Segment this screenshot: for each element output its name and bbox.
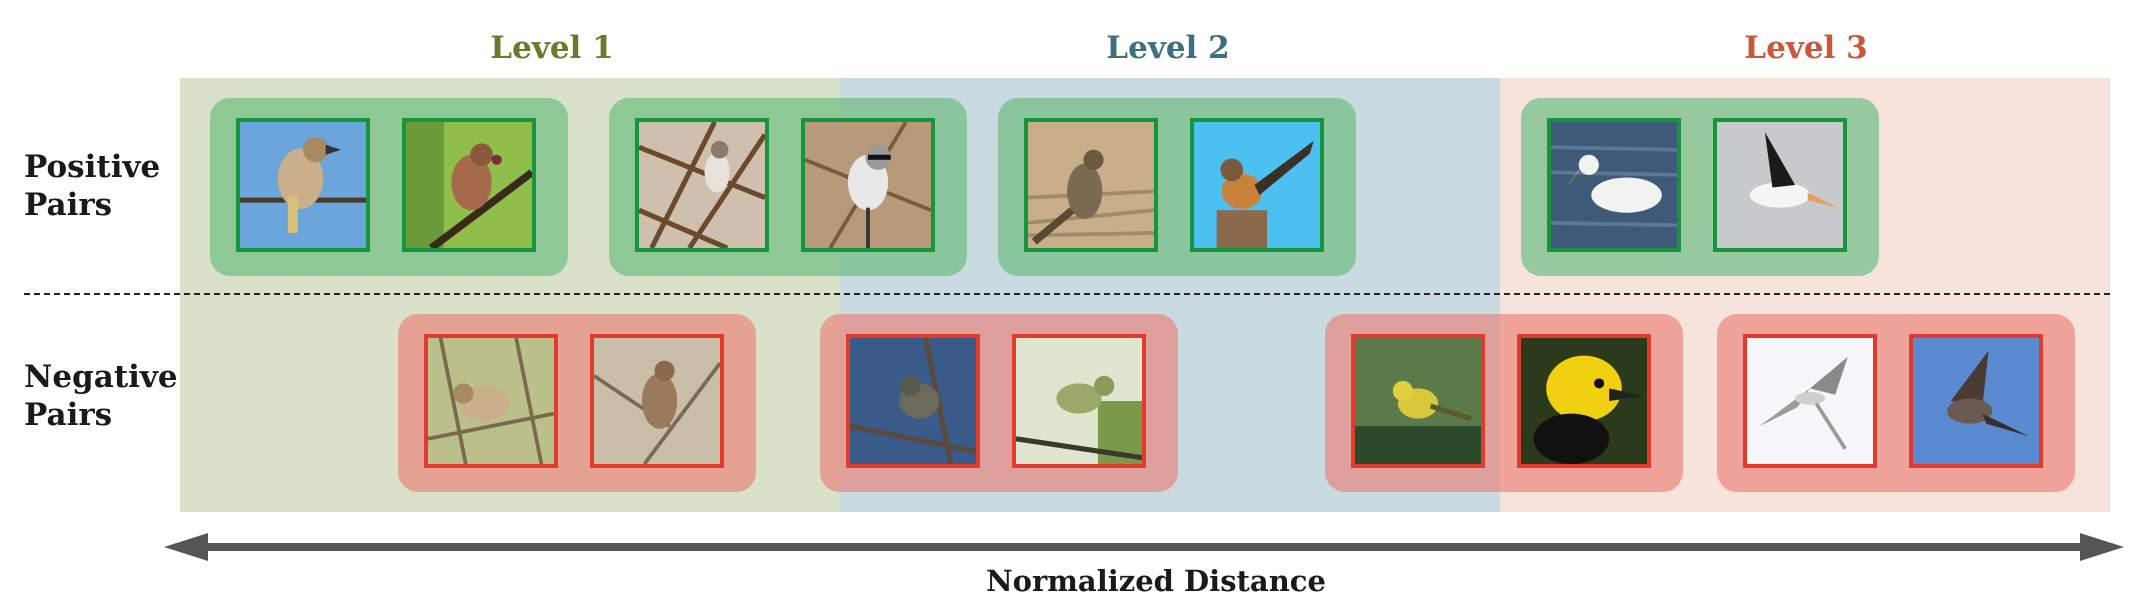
cedar-waxwing-photo xyxy=(236,118,370,252)
positive-pair xyxy=(998,98,1356,276)
negative-pair xyxy=(1717,314,2075,492)
white-pelican-photo xyxy=(1547,118,1681,252)
positive-pairs-label: Positive Pairs xyxy=(24,149,161,223)
yellow-headed-blackbird-photo xyxy=(1517,334,1651,468)
roadrunner-photo xyxy=(1024,118,1158,252)
row-divider xyxy=(24,293,2110,295)
shrike-photo xyxy=(635,118,769,252)
level-3-title: Level 3 xyxy=(1744,30,1868,66)
cedar-waxwing-photo xyxy=(402,118,536,252)
roadrunner-photo xyxy=(1190,118,1324,252)
sparrow-photo xyxy=(424,334,558,468)
sparrow-photo xyxy=(590,334,724,468)
prairie-warbler-photo xyxy=(1351,334,1485,468)
negative-pair xyxy=(1325,314,1683,492)
shrike-photo xyxy=(801,118,935,252)
level-1-title: Level 1 xyxy=(490,30,614,66)
negative-pair xyxy=(820,314,1178,492)
positive-pair xyxy=(210,98,568,276)
white-pelican-photo xyxy=(1713,118,1847,252)
level-2-title: Level 2 xyxy=(1106,30,1230,66)
positive-pair xyxy=(1521,98,1879,276)
negative-pairs-label: Negative Pairs xyxy=(24,359,178,433)
swallow-photo xyxy=(1909,334,2043,468)
kinglet-photo xyxy=(846,334,980,468)
tern-photo xyxy=(1743,334,1877,468)
vireo-photo xyxy=(1012,334,1146,468)
distance-axis-arrow xyxy=(164,533,2124,561)
negative-pair xyxy=(398,314,756,492)
axis-label: Normalized Distance xyxy=(986,564,1326,598)
positive-pair xyxy=(609,98,967,276)
